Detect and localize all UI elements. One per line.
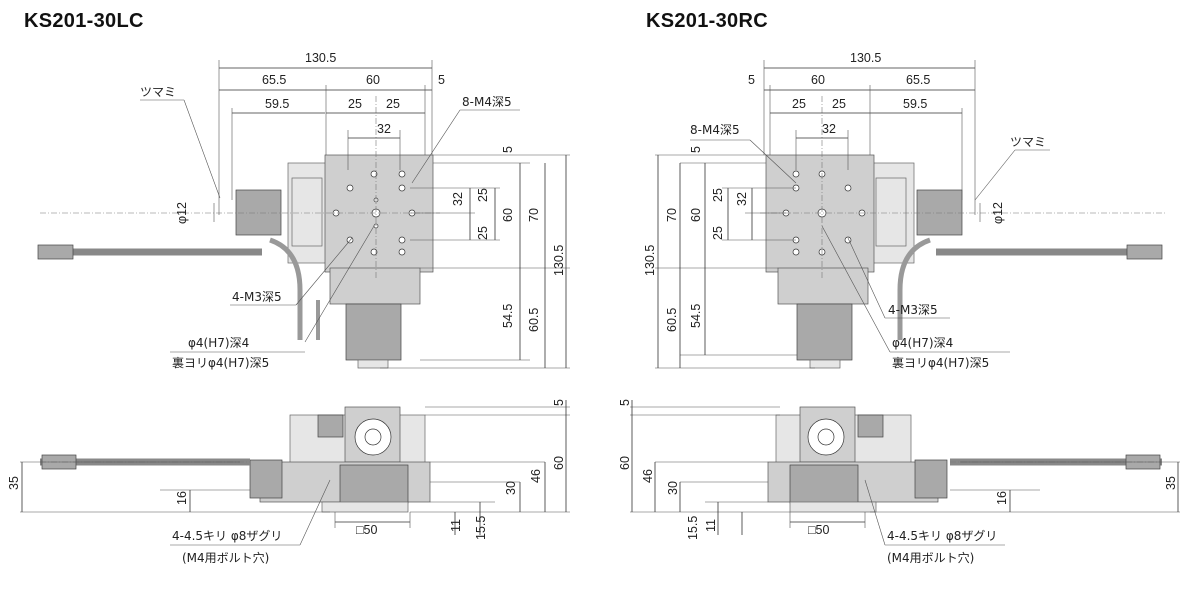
r-dim-65-5: 65.5 <box>906 73 930 87</box>
left-lower-stage <box>329 267 421 305</box>
dim-h32: 32 <box>451 192 465 206</box>
lb-dim-15-5: 15.5 <box>474 516 488 540</box>
r-knob-label: ツマミ <box>1010 135 1046 149</box>
rb-dim-30: 30 <box>666 481 680 495</box>
lb-dim-sq50: □50 <box>356 523 378 537</box>
pin1-label: φ4(H7)深4 <box>188 336 249 350</box>
right-motor <box>796 303 853 361</box>
rb-dim-15-5: 15.5 <box>686 516 700 540</box>
rb-dim-11: 11 <box>704 519 718 532</box>
r-dim-32: 32 <box>822 122 836 136</box>
dim-5: 5 <box>438 73 445 87</box>
lb-dim-46: 46 <box>529 469 543 483</box>
rb-holes-label: 4-4.5キリ φ8ザグリ <box>887 529 997 543</box>
r-dim-59-5: 59.5 <box>903 97 927 111</box>
dim-130-5: 130.5 <box>305 51 336 65</box>
title-right: KS201-30RC <box>646 10 768 32</box>
lb-bolt-label: (M4用ボルト穴) <box>182 550 269 565</box>
rb-dim-35: 35 <box>1164 476 1178 490</box>
left-top-view: 130.5 65.5 60 5 59.5 25 25 32 ツマミ 8-M4深5… <box>37 51 570 370</box>
left-motor-knob <box>235 189 282 236</box>
r-dim-h5: 5 <box>689 146 703 153</box>
dim-h5: 5 <box>501 146 515 153</box>
r-dim-25a: 25 <box>792 97 806 111</box>
rb-dim-46: 46 <box>641 469 655 483</box>
rb-dim-sq50: □50 <box>808 523 830 537</box>
title-left: KS201-30LC <box>24 10 144 32</box>
dim-h25a: 25 <box>476 188 490 202</box>
r-dim-130-5: 130.5 <box>850 51 881 65</box>
left-side-view: 5 60 46 30 35 16 11 15.5 □50 4-4.5キリ φ8ザ… <box>7 399 570 565</box>
dim-59-5: 59.5 <box>265 97 289 111</box>
lb-dim-30: 30 <box>504 481 518 495</box>
r-dim-60: 60 <box>811 73 825 87</box>
r-m3-label: 4-M3深5 <box>888 303 938 317</box>
lb-dim-5: 5 <box>552 399 566 406</box>
dim-phi12: φ12 <box>175 202 189 224</box>
dim-25a: 25 <box>348 97 362 111</box>
tap-holes-label: 8-M4深5 <box>462 95 512 109</box>
left-motor <box>345 303 402 361</box>
dim-h60-5: 60.5 <box>527 308 541 332</box>
right-top-view: 130.5 5 60 65.5 25 25 32 59.5 8-M4深5 ツマミ… <box>643 51 1165 370</box>
lb-dim-60: 60 <box>552 456 566 470</box>
r-pin2-label: 裏ヨリφ4(H7)深5 <box>892 355 989 370</box>
r-dim-h25b: 25 <box>711 226 725 240</box>
rb-bolt-label: (M4用ボルト穴) <box>887 550 974 565</box>
dim-25b: 25 <box>386 97 400 111</box>
r-dim-25b: 25 <box>832 97 846 111</box>
r-dim-h60: 60 <box>689 208 703 222</box>
rb-dim-5: 5 <box>618 399 632 406</box>
r-dim-h32: 32 <box>735 192 749 206</box>
dim-h54-5: 54.5 <box>501 304 515 328</box>
rb-dim-60: 60 <box>618 456 632 470</box>
dim-h70: 70 <box>527 208 541 222</box>
pin2-label: 裏ヨリφ4(H7)深5 <box>172 355 269 370</box>
rb-dim-16: 16 <box>995 491 1009 505</box>
lb-dim-35: 35 <box>7 476 21 490</box>
lb-dim-16: 16 <box>175 491 189 505</box>
dim-32: 32 <box>377 122 391 136</box>
r-dim-phi12: φ12 <box>991 202 1005 224</box>
knob-label: ツマミ <box>140 85 176 99</box>
m3-label: 4-M3深5 <box>232 290 282 304</box>
dim-h130-5: 130.5 <box>552 245 566 276</box>
r-dim-h25a: 25 <box>711 188 725 202</box>
r-dim-5: 5 <box>748 73 755 87</box>
r-tap-holes-label: 8-M4深5 <box>690 123 740 137</box>
r-dim-h60-5: 60.5 <box>665 308 679 332</box>
dim-60: 60 <box>366 73 380 87</box>
r-dim-h130-5: 130.5 <box>643 245 657 276</box>
dim-65-5: 65.5 <box>262 73 286 87</box>
dim-h25b: 25 <box>476 226 490 240</box>
lb-holes-label: 4-4.5キリ φ8ザグリ <box>172 529 282 543</box>
lb-dim-11: 11 <box>449 519 463 532</box>
right-motor-knob <box>916 189 963 236</box>
right-side-view: 5 60 46 30 35 16 11 15.5 □50 4-4.5キリ φ8ザ… <box>618 399 1180 565</box>
r-dim-h54-5: 54.5 <box>689 304 703 328</box>
r-pin1-label: φ4(H7)深4 <box>892 336 953 350</box>
r-dim-h70: 70 <box>665 208 679 222</box>
dim-h60: 60 <box>501 208 515 222</box>
